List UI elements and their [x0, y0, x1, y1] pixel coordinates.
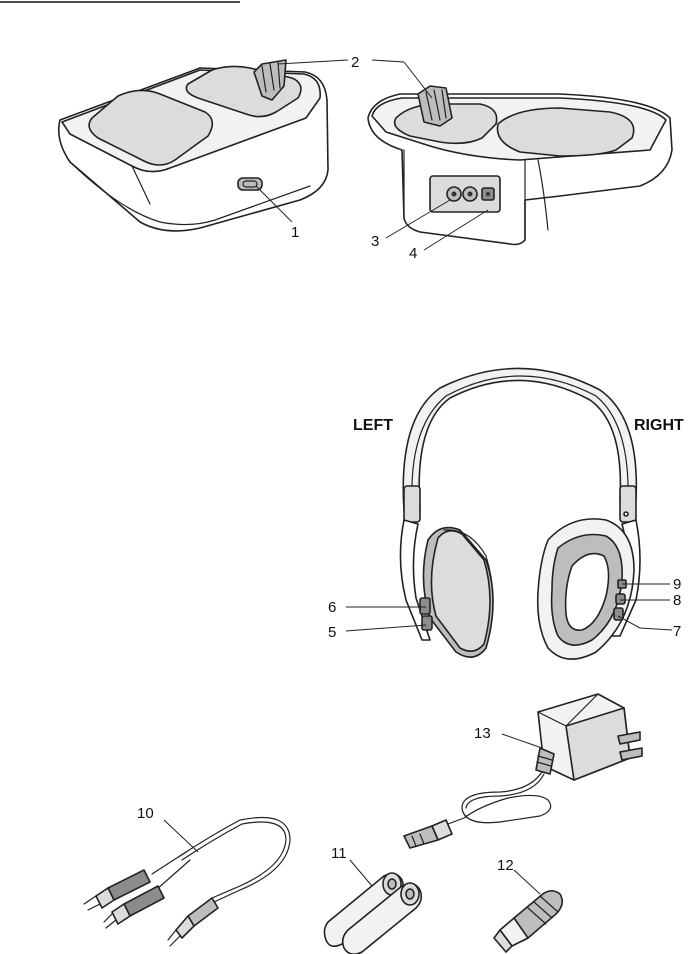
callout-4: 4	[409, 245, 417, 262]
charging-base-front	[59, 60, 328, 231]
callout-9: 9	[673, 576, 681, 593]
label-right: RIGHT	[634, 417, 684, 434]
callout-12: 12	[497, 857, 514, 874]
headphone-jack-adapter	[494, 891, 562, 952]
callout-1: 1	[291, 224, 299, 241]
callout-10: 10	[137, 805, 154, 822]
callout-11: 11	[331, 845, 347, 862]
headphones	[400, 368, 640, 659]
power-adapter	[404, 694, 642, 848]
aaa-batteries	[324, 873, 421, 954]
rca-audio-cable	[84, 818, 290, 947]
callout-13: 13	[474, 725, 491, 742]
callout-8: 8	[673, 592, 681, 609]
callout-7: 7	[673, 623, 681, 640]
callout-3: 3	[371, 233, 379, 250]
label-left: LEFT	[353, 417, 393, 434]
callout-2: 2	[351, 54, 359, 71]
callout-6: 6	[328, 599, 336, 616]
charging-base-rear	[368, 86, 672, 245]
callout-5: 5	[328, 624, 336, 641]
